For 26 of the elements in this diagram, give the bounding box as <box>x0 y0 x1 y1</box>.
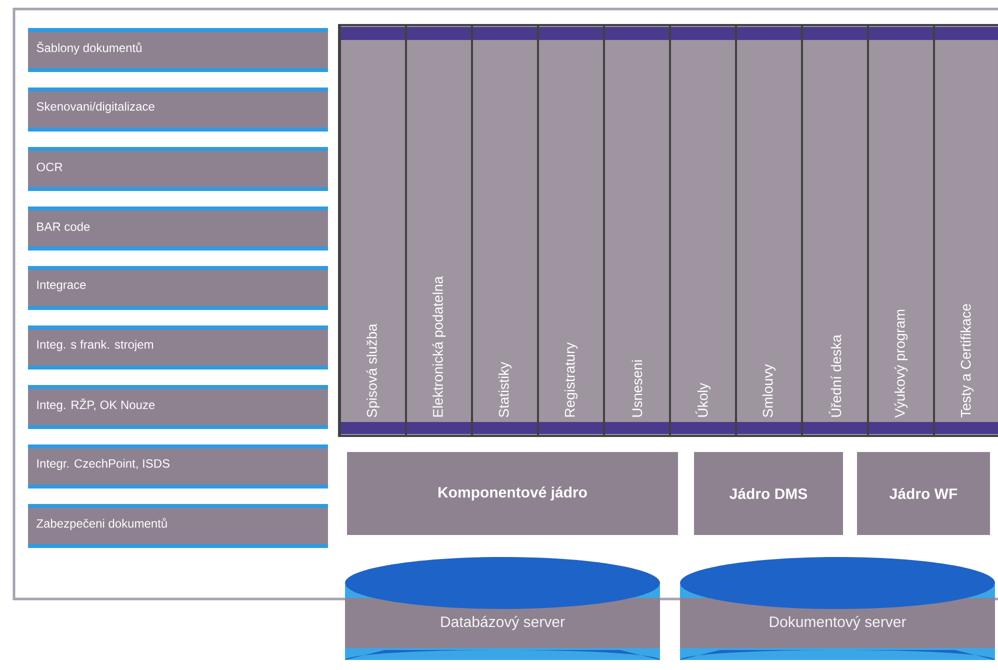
database-cylinder: Dokumentový server <box>680 557 996 660</box>
module-column: Usneseni <box>605 26 669 435</box>
module-column: Elektronická podatelna <box>407 26 471 435</box>
database-cylinder: Databázový server <box>345 557 660 660</box>
feature-box: OCR <box>28 147 328 191</box>
module-column: Výukový program <box>869 26 933 435</box>
feature-box: Zabezpečeni dokumentů <box>28 504 328 548</box>
feature-box: Integr. CzechPoint, ISDS <box>28 444 328 488</box>
module-column: Registratury <box>539 26 603 435</box>
feature-box: Šablony dokumentů <box>28 28 328 72</box>
core-box: Jádro DMS <box>694 452 843 535</box>
feature-box: Integ. RŽP, OK Nouze <box>28 385 328 429</box>
node-label: Dokumentový server <box>770 616 906 630</box>
feature-box: Skenovani/digitalizace <box>28 88 328 132</box>
feature-box: Integrace <box>28 266 328 310</box>
module-column: Testy a Certifikace <box>935 26 998 435</box>
module-column: Spisová služba <box>341 26 405 435</box>
core-box: Jádro WF <box>857 452 990 535</box>
module-column: Úkoly <box>671 26 735 435</box>
feature-box: Integ. s frank. strojem <box>28 326 328 370</box>
node-label: Databázový server <box>441 616 565 630</box>
module-column: Statistiky <box>473 26 537 435</box>
module-column: Úřední deska <box>803 26 867 435</box>
module-column: Smlouvy <box>737 26 801 435</box>
core-box: Komponentové jádro <box>347 452 678 535</box>
feature-box: BAR code <box>28 206 328 250</box>
